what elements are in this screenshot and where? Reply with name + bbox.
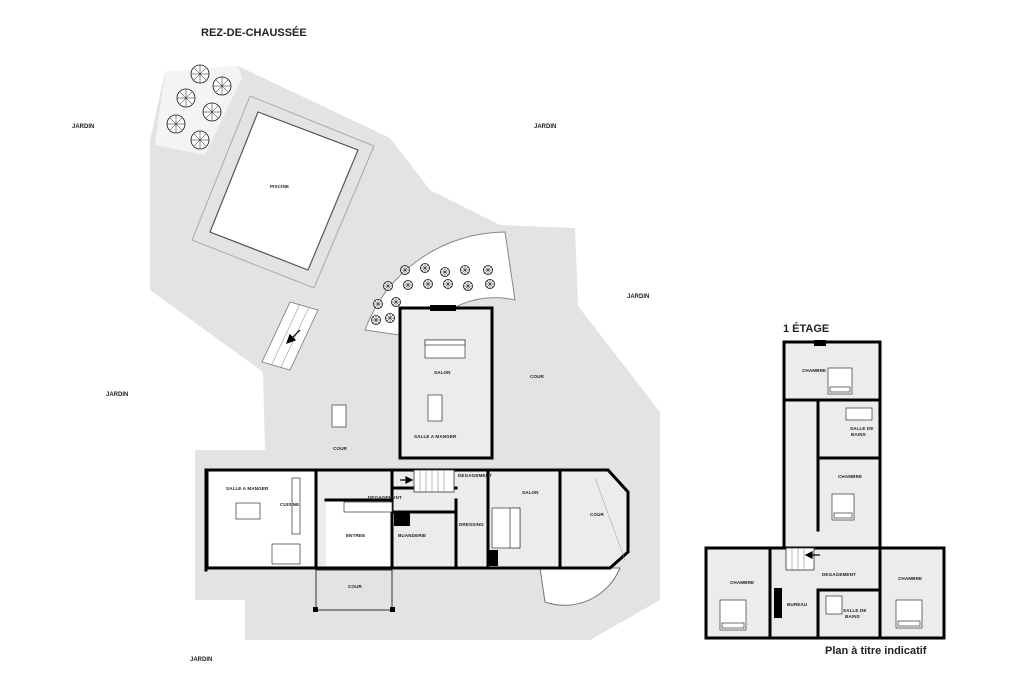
ground-floor-title: REZ-DE-CHAUSSÉE [201,26,307,39]
ground-building [204,305,630,572]
tree-icon [391,297,401,307]
room-label-cour: COUR [530,374,545,379]
room-label-cour: COUR [348,584,363,589]
room-label-chambre: CHAMBRE [730,580,754,585]
bed-icon [895,599,923,629]
salon-dining-floor [400,308,492,458]
tree-icon [190,64,210,84]
bed-group [719,367,923,631]
tree-icon [383,281,393,291]
tree-group [166,64,495,325]
tree-icon [420,263,430,273]
tree-icon [463,281,473,291]
tree-icon [483,265,493,275]
tree-icon [166,114,186,134]
room-label-salon: SALON [522,490,539,495]
room-label-cour: COUR [590,512,605,517]
room-label-degagement: DEGAGEMENT [368,495,402,500]
garden-label: JARDIN [627,294,649,300]
room-label-chambre: CHAMBRE [802,368,826,373]
room-label-salle-de-bains: SALLE DE [850,426,874,431]
bed-icon [827,367,853,395]
garden-label: JARDIN [190,657,212,663]
tree-icon [176,88,196,108]
curved-terrace [539,567,621,606]
bathtub [845,407,873,421]
bay-floor [560,470,628,568]
tree-icon [371,315,381,325]
room-label-dressing: DRESSING [459,522,484,527]
room-label-salle-a-manger: SALLE A MANGER [226,486,269,491]
room-label-bureau: BUREAU [787,602,808,607]
entry-cabinet [343,501,393,513]
tree-icon [385,313,395,323]
garden-label: JARDIN [534,124,556,130]
room-label-buanderie: BUANDERIE [398,533,426,538]
room-label-degagement: DEGAGEMENT [458,473,492,478]
tree-icon [403,280,413,290]
garden-label: JARDIN [72,124,94,130]
pool [209,111,359,271]
room-label-salle-de-bains: BAINS [851,432,866,437]
room-label-chambre: CHAMBRE [898,576,922,581]
room-label-cuisine: CUISINE [280,502,299,507]
plan-note: Plan à titre indicatif [825,645,927,657]
fireplace [430,305,456,311]
room-label-degagement: DEGAGEMENT [822,572,856,577]
room-label-piscine: PISCINE [270,184,289,189]
tree-icon [190,130,210,150]
staircase [413,469,455,493]
arrow-icon [285,329,820,559]
tree-icon [423,279,433,289]
first-floor-title: 1 ÉTAGE [783,322,829,335]
tree-icon [485,279,495,289]
tree-icon [202,102,222,122]
room-label-salle-de-bains: SALLE DE [843,608,867,613]
shower [825,595,843,615]
room-label-salle-de-bains: BAINS [845,614,860,619]
room-label-cour: COUR [333,446,348,451]
tree-icon [373,299,383,309]
ff-staircase [785,547,815,571]
bed-icon [831,493,855,521]
chimney-block [394,512,410,526]
room-label-entree: ENTREE [346,533,365,538]
room-label-chambre: CHAMBRE [838,474,862,479]
tree-icon [440,267,450,277]
pergola [315,569,393,611]
bed-icon [719,599,747,631]
first-floor [704,340,946,640]
tree-icon [400,265,410,275]
tree-icon [460,265,470,275]
tree-icon [443,279,453,289]
room-label-salon: SALON [434,370,451,375]
tree-icon [212,76,232,96]
garden-label: JARDIN [106,392,128,398]
room-label-salle-a-manger: SALLE A MANGER [414,434,457,439]
kitchen-island [271,543,301,565]
sofa-icon [424,339,521,549]
dining-table-icon [235,394,443,520]
kitchen-counter [291,477,301,535]
